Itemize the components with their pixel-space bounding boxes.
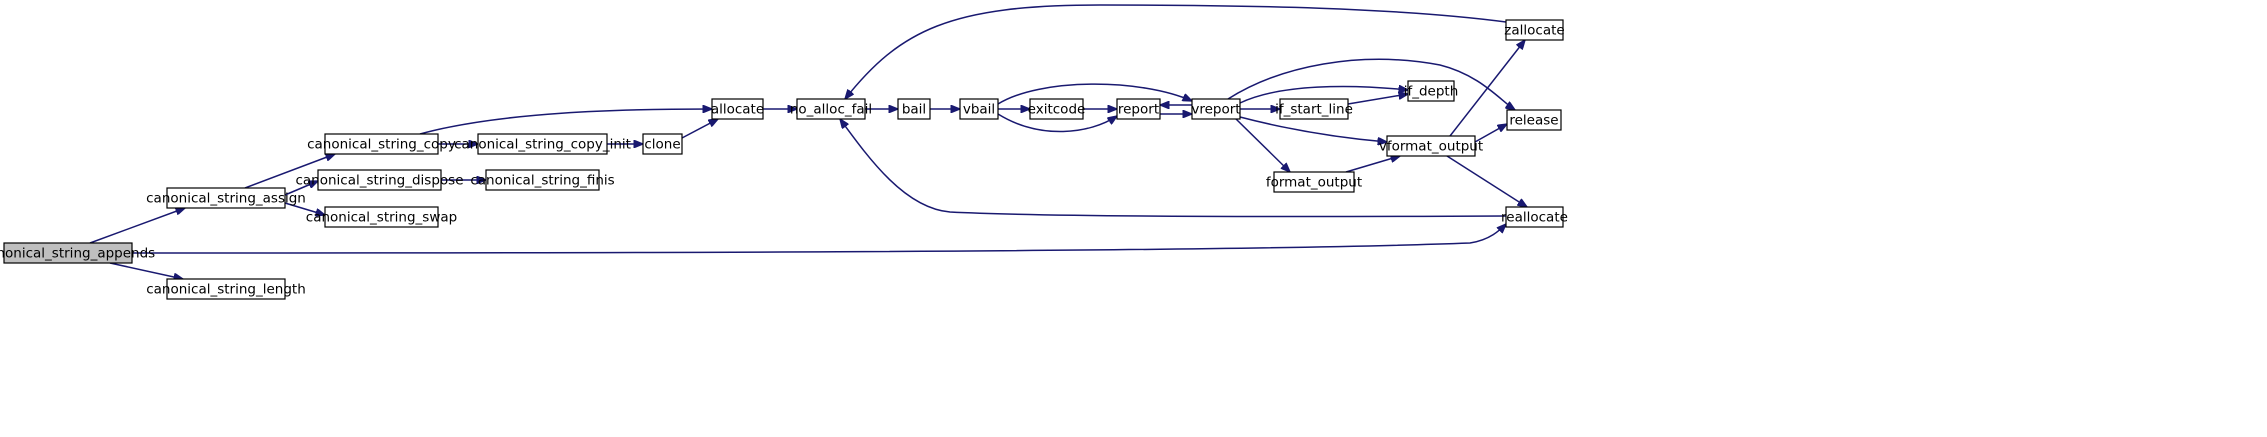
edge-vbail-to-vreport [997,83,1192,105]
node-report[interactable]: report [1116,98,1161,120]
node-box [897,98,931,120]
node-canonical_string_copy_init[interactable]: canonical_string_copy_init [454,133,631,155]
node-box [317,169,442,191]
node-vformat_output[interactable]: vformat_output [1379,135,1483,157]
node-no_alloc_fail[interactable]: no_alloc_fail [790,98,872,120]
edge-canonical_string_assign-to-canonical_string_copy [244,154,335,189]
node-label: no_alloc_fail [790,102,872,118]
node-box [477,133,608,155]
node-box [485,169,600,191]
node-bail[interactable]: bail [897,98,931,120]
node-canonical_string_assign[interactable]: canonical_string_assign [146,187,306,209]
edge-zallocate-to-no_alloc_fail [845,4,1507,99]
node-release[interactable]: release [1506,109,1562,131]
node-box [1191,98,1241,120]
edge-vreport-to-release [1227,58,1515,110]
edge-clone-to-allocate [681,119,718,139]
node-box [1505,206,1564,228]
edge-canonical_string_appends-to-reallocate [131,224,1506,254]
node-clone[interactable]: clone [642,133,683,155]
edge-vreport-to-vformat_output [1239,116,1387,142]
node-box [1407,80,1455,102]
node-box [1505,19,1564,41]
node-label: canonical_string_dispose [295,173,463,189]
node-label: format_output [1266,175,1362,191]
edge-layer [89,4,1527,279]
node-layer: canonical_string_appends canonical_string… [0,19,1568,300]
node-canonical_string_length[interactable]: canonical_string_length [146,278,306,300]
node-box [1116,98,1161,120]
node-label: canonical_string_length [146,282,306,298]
node-label: zallocate [1504,23,1564,39]
node-allocate[interactable]: allocate [711,98,764,120]
edge-vformat_output-to-release [1474,124,1507,143]
edge-format_output-to-vformat_output [1345,156,1400,173]
node-vreport[interactable]: vreport [1191,98,1241,120]
edge-canonical_string_copy-to-allocate [419,109,712,135]
node-box [1506,109,1562,131]
node-canonical_string_swap[interactable]: canonical_string_swap [306,206,457,228]
node-box [959,98,999,120]
node-box [166,187,286,209]
node-canonical_string_finis[interactable]: canonical_string_finis [470,169,615,191]
node-label: canonical_string_copy [307,137,456,153]
edge-canonical_string_appends-to-canonical_string_assign [89,208,185,244]
node-reallocate[interactable]: reallocate [1501,206,1568,228]
node-box [1029,98,1084,120]
node-box [166,278,286,300]
node-canonical_string_appends[interactable]: canonical_string_appends [0,242,155,264]
node-label: report [1118,102,1159,118]
node-box [1279,98,1349,120]
edge-canonical_string_assign-to-canonical_string_swap [284,202,325,215]
node-exitcode[interactable]: exitcode [1028,98,1086,120]
edge-canonical_string_appends-to-canonical_string_length [109,262,183,279]
node-box [324,206,439,228]
node-if_start_line[interactable]: if_start_line [1275,98,1353,120]
node-label: canonical_string_assign [146,191,306,207]
node-zallocate[interactable]: zallocate [1504,19,1565,41]
node-label: canonical_string_finis [470,173,614,189]
node-box [711,98,764,120]
node-label: clone [644,137,680,153]
node-label: allocate [711,102,764,118]
node-format_output[interactable]: format_output [1266,171,1362,193]
node-label: vbail [963,102,995,118]
node-if_depth[interactable]: if_depth [1404,80,1459,102]
node-box [796,98,866,120]
edge-canonical_string_assign-to-canonical_string_dispose [284,181,318,196]
node-label: canonical_string_copy_init [454,137,631,153]
node-box [3,242,133,264]
node-canonical_string_dispose[interactable]: canonical_string_dispose [295,169,464,191]
edge-vreport-to-if_depth [1239,86,1408,104]
edge-vformat_output-to-zallocate [1449,40,1525,137]
node-label: bail [902,102,926,118]
node-label: reallocate [1501,210,1568,226]
edge-vbail-to-report [997,113,1117,133]
node-box [1386,135,1476,157]
node-label: vreport [1191,102,1240,118]
edge-if_start_line-to-if_depth [1347,94,1408,105]
node-canonical_string_copy[interactable]: canonical_string_copy [307,133,456,155]
node-box [642,133,683,155]
node-vbail[interactable]: vbail [959,98,999,120]
node-box [324,133,439,155]
edge-vformat_output-to-reallocate [1446,155,1527,207]
edge-reallocate-to-no_alloc_fail [840,119,1507,218]
node-label: exitcode [1028,102,1086,118]
node-label: if_depth [1404,84,1459,100]
node-label: vformat_output [1379,139,1483,155]
node-label: if_start_line [1275,102,1353,118]
node-label: canonical_string_appends [0,246,155,262]
node-label: release [1509,113,1558,129]
node-box [1273,171,1355,193]
edge-vreport-to-format_output [1235,118,1290,172]
node-label: canonical_string_swap [306,210,457,226]
